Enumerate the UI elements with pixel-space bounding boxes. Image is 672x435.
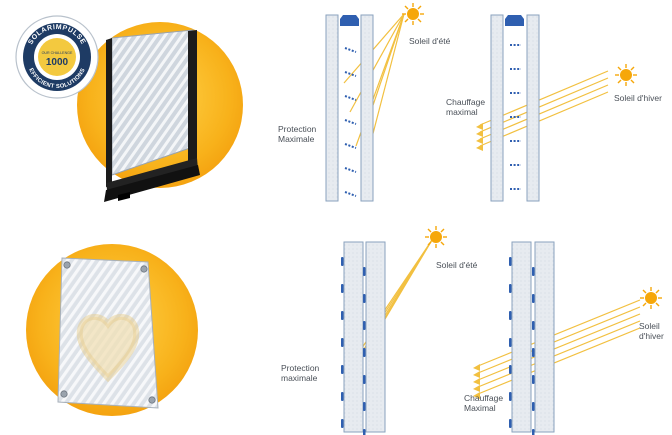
sun-icon bbox=[402, 3, 424, 25]
blind-slat bbox=[344, 95, 357, 101]
heart-icon bbox=[76, 313, 140, 383]
blind-slat bbox=[509, 365, 512, 374]
blind-slat bbox=[341, 392, 344, 401]
blind-slat bbox=[509, 257, 512, 266]
label-bottom-winter: Chauffage Maximal bbox=[464, 393, 504, 413]
blind-slat bbox=[341, 284, 344, 293]
blind-slat bbox=[344, 71, 357, 77]
sun-label-bottom-summer: Soleil d'été bbox=[436, 260, 478, 270]
badge-small-text: OUR CHALLENGE bbox=[42, 51, 73, 55]
diagram-bottom-summer bbox=[341, 226, 447, 435]
blind-slat bbox=[532, 375, 535, 384]
blind-slat bbox=[363, 375, 366, 384]
solar-impulse-badge: SOLARIMPULSE EFFICIENT SOLUTIONS OUR CHA… bbox=[15, 15, 99, 99]
sun-icon bbox=[640, 287, 662, 309]
blind-slat bbox=[363, 348, 366, 357]
blind-slat bbox=[509, 419, 512, 428]
blind-slat bbox=[509, 284, 512, 293]
blind-slat bbox=[344, 119, 357, 125]
blind-slat bbox=[363, 321, 366, 330]
blind-slat bbox=[341, 365, 344, 374]
blind-slat bbox=[509, 392, 512, 401]
blind-slat bbox=[532, 348, 535, 357]
blind-slat bbox=[532, 321, 535, 330]
blind-slat bbox=[363, 429, 366, 435]
blind-slat bbox=[344, 191, 357, 197]
blind-slat bbox=[341, 311, 344, 320]
blind-slat bbox=[363, 267, 366, 276]
sun-label-top-summer: Soleil d'été bbox=[409, 36, 451, 46]
blind-slat bbox=[344, 167, 357, 173]
badge-number: 1000 bbox=[46, 57, 69, 68]
label-top-summer: Protection Maximale bbox=[278, 124, 317, 144]
sun-icon bbox=[615, 64, 637, 86]
blind-slat bbox=[509, 338, 512, 347]
diagram-bottom-winter bbox=[473, 241, 662, 435]
blind-slat bbox=[344, 47, 357, 53]
blind-slat bbox=[509, 311, 512, 320]
blind-slat bbox=[532, 267, 535, 276]
blind-slat bbox=[344, 143, 357, 149]
sun-label-bottom-winter: Soleil d'hiver bbox=[639, 321, 664, 341]
sun-icon bbox=[425, 226, 447, 248]
blind-slat bbox=[341, 257, 344, 266]
blind-slat bbox=[363, 402, 366, 411]
product-top-illustration bbox=[77, 22, 243, 202]
product-bottom-illustration bbox=[26, 244, 198, 416]
sun-label-top-winter: Soleil d'hiver bbox=[614, 93, 662, 103]
diagram-top-winter bbox=[476, 14, 637, 202]
blind-slat bbox=[532, 294, 535, 303]
diagram-top-summer bbox=[325, 3, 424, 202]
blind-slat bbox=[363, 294, 366, 303]
blind-slat bbox=[532, 429, 535, 435]
blind-slat bbox=[532, 402, 535, 411]
blind-slat bbox=[341, 338, 344, 347]
label-top-winter: Chauffage maximal bbox=[446, 97, 486, 117]
label-bottom-summer: Protection maximale bbox=[281, 363, 320, 383]
blind-slat bbox=[341, 419, 344, 428]
